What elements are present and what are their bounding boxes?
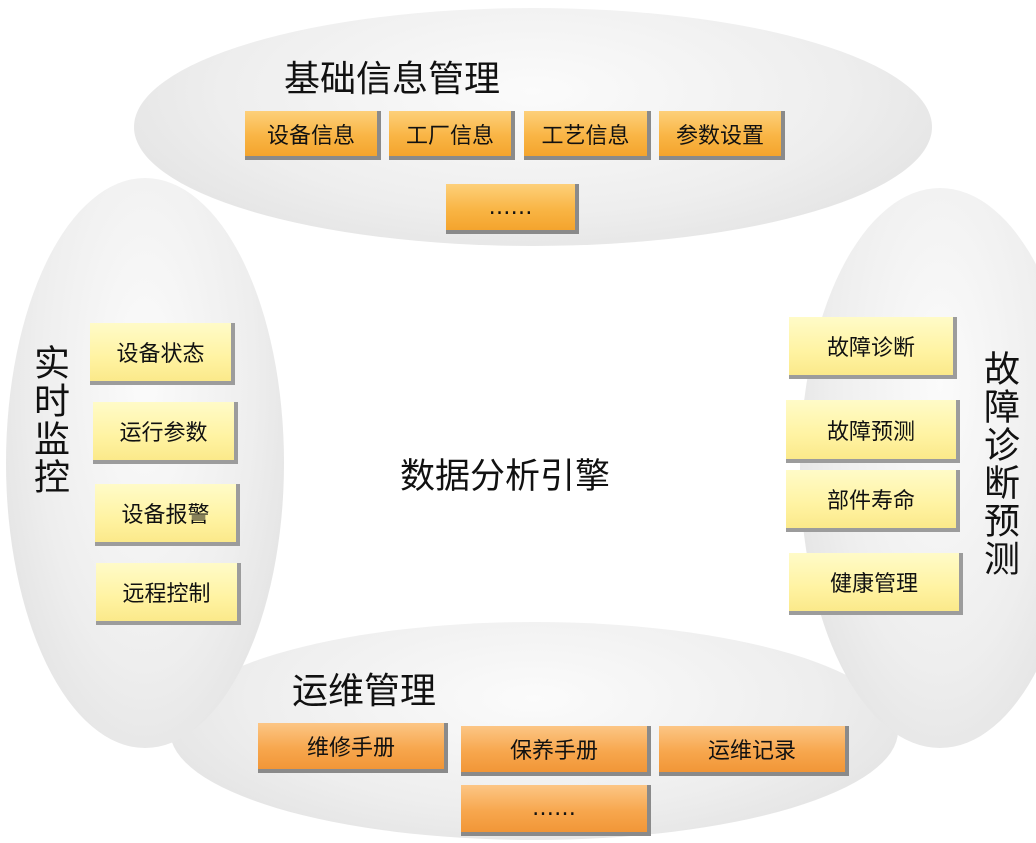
- top-item-process-info: 工艺信息: [524, 111, 651, 160]
- left-item-operating-params: 运行参数: [93, 402, 238, 464]
- right-item-fault-prediction: 故障预测: [786, 400, 960, 463]
- top-item-more: ……: [446, 184, 579, 234]
- bottom-item-upkeep-manual: 保养手册: [461, 726, 651, 776]
- top-item-factory-info: 工厂信息: [389, 111, 515, 160]
- realtime-monitor-title: 实时监控: [28, 344, 69, 496]
- right-item-component-life: 部件寿命: [786, 470, 960, 532]
- left-item-device-status: 设备状态: [90, 323, 235, 385]
- bottom-item-maintenance-manual: 维修手册: [258, 723, 448, 773]
- right-item-fault-diagnosis: 故障诊断: [789, 317, 957, 379]
- top-item-parameter-settings: 参数设置: [659, 111, 785, 160]
- right-item-health-management: 健康管理: [789, 553, 963, 615]
- fault-diagnosis-title: 故障诊断预测: [978, 350, 1019, 578]
- ops-maintenance-title: 运维管理: [292, 671, 437, 712]
- left-item-device-alarm: 设备报警: [95, 484, 240, 546]
- bottom-item-ops-records: 运维记录: [659, 726, 849, 776]
- data-analysis-engine-label: 数据分析引擎: [400, 457, 611, 497]
- left-item-remote-control: 远程控制: [96, 563, 241, 625]
- right-petal: [800, 188, 1036, 748]
- basic-info-title: 基础信息管理: [284, 59, 501, 100]
- bottom-item-more: ……: [461, 785, 651, 836]
- top-item-device-info: 设备信息: [245, 111, 381, 160]
